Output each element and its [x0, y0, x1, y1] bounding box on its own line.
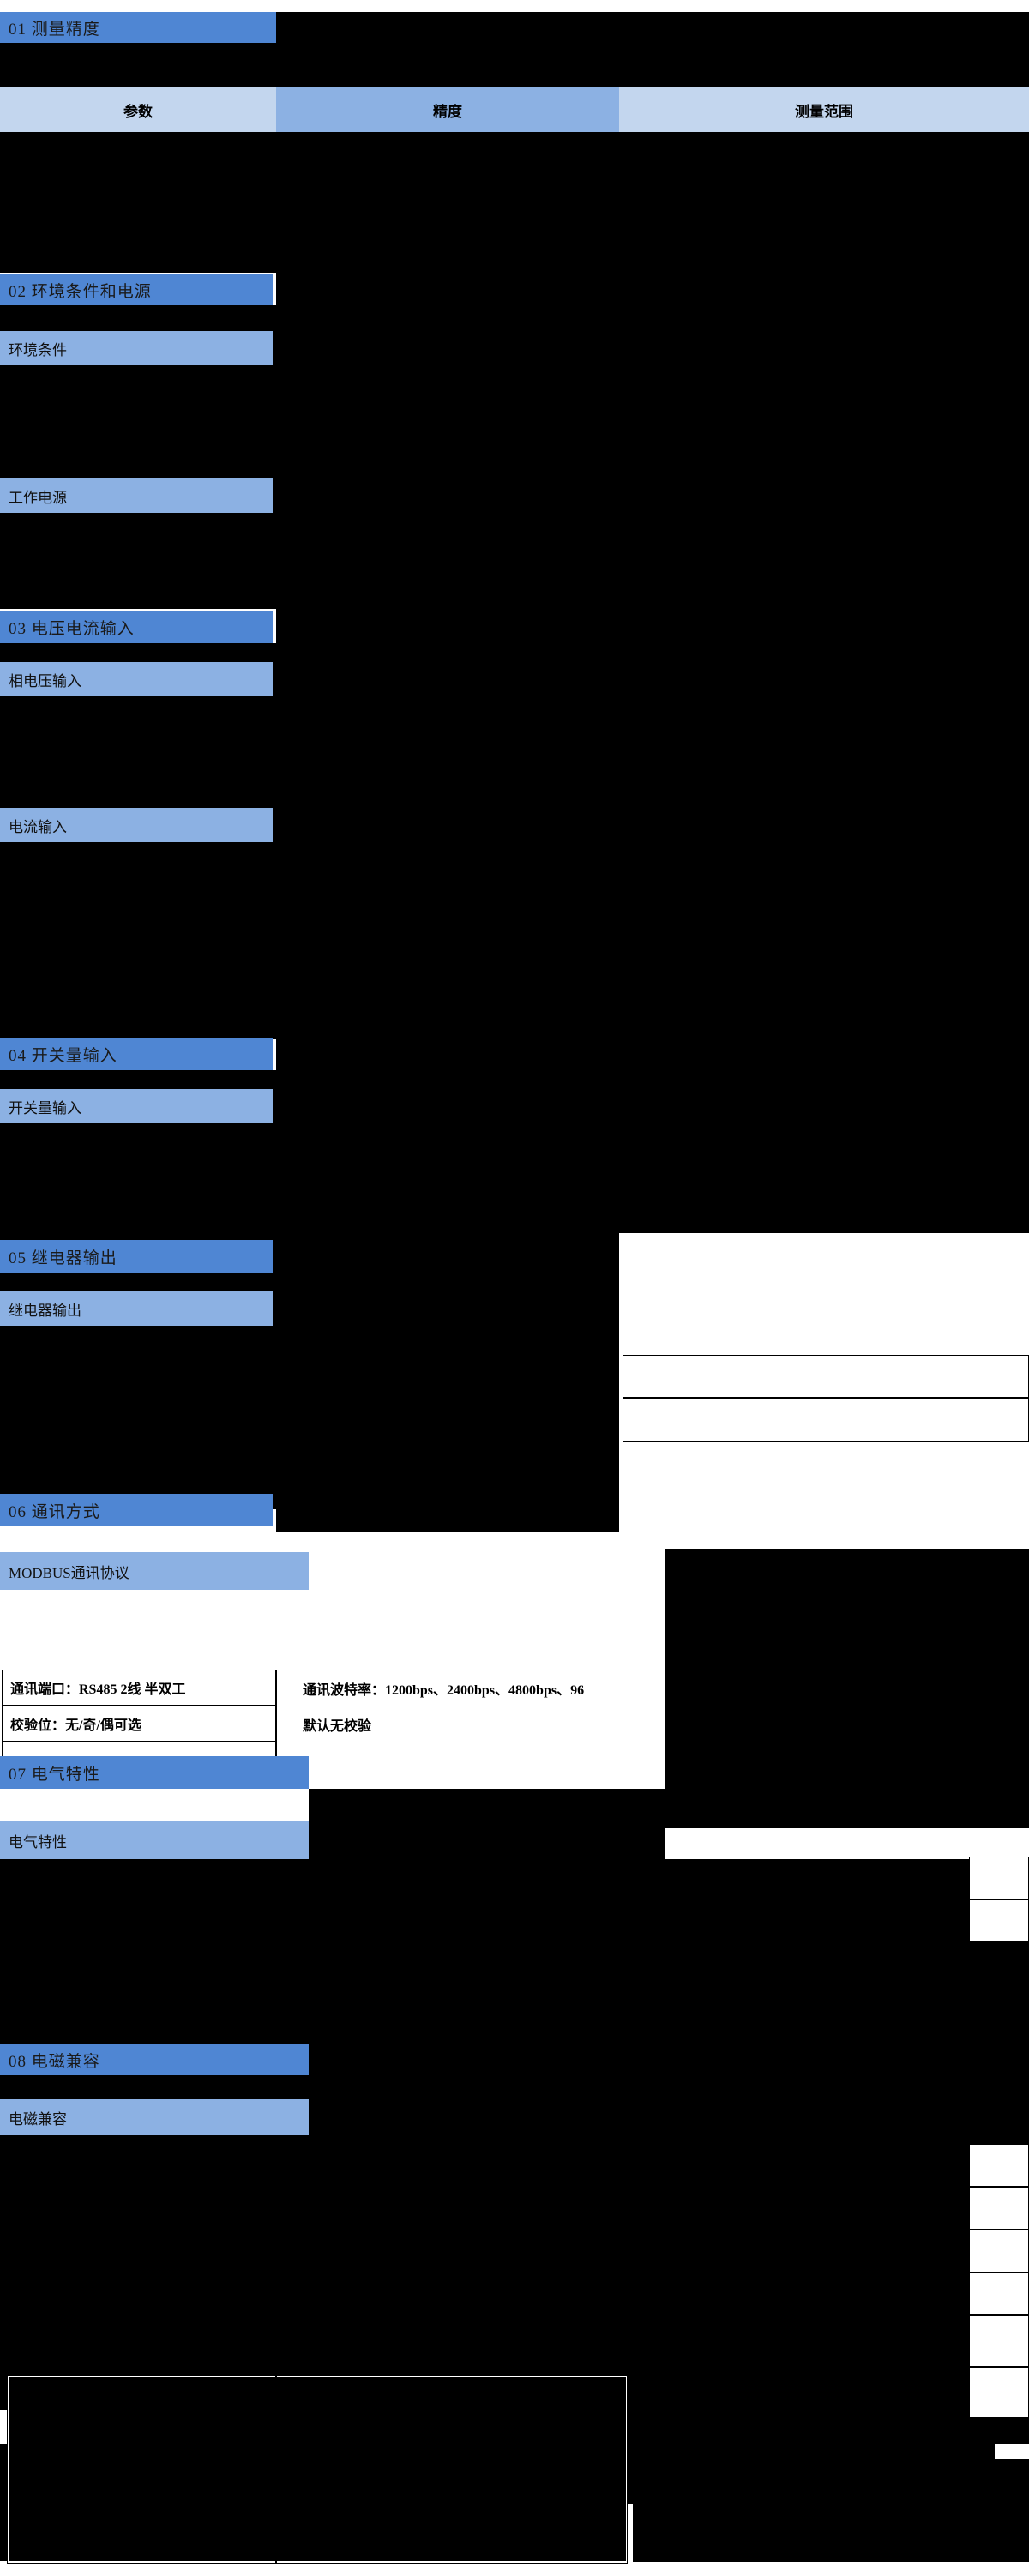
unrendered-block [0, 43, 1029, 87]
section-header-08: 08 电磁兼容 [0, 2044, 309, 2075]
section-header-05: 05 继电器输出 [0, 1240, 273, 1273]
unrendered-block [0, 696, 1029, 808]
sub-header-power-supply: 工作电源 [0, 478, 273, 513]
column-header-parameter: 参数 [0, 87, 276, 132]
unrendered-block [0, 1070, 1029, 1089]
data-cell-empty [969, 2144, 1029, 2187]
data-cell-empty [623, 1355, 1029, 1398]
unrendered-block [309, 2099, 1029, 2135]
data-cell [3, 561, 276, 607]
section-header-02: 02 环境条件和电源 [0, 274, 273, 305]
data-cell-empty [969, 2367, 1029, 2418]
unrendered-block [0, 643, 1029, 662]
column-header-accuracy: 精度 [276, 87, 619, 132]
section-header-03: 03 电压电流输入 [0, 611, 273, 643]
section-header-04: 04 开关量输入 [0, 1038, 273, 1070]
sub-header-current-input: 电流输入 [0, 808, 273, 842]
data-cell-empty [969, 2230, 1029, 2272]
unrendered-block [276, 12, 1029, 43]
section-header-06: 06 通讯方式 [0, 1494, 273, 1526]
modbus-cell-port: 通讯端口：RS485 2线 半双工 [2, 1670, 276, 1706]
sub-header-relay-output: 继电器输出 [0, 1291, 273, 1326]
unrendered-block [0, 1343, 619, 1509]
unrendered-block [309, 1789, 665, 1859]
modbus-cell-parity-default: 默认无校验 [276, 1706, 665, 1742]
data-cell-empty [969, 1899, 1029, 1942]
unrendered-block [273, 808, 1029, 842]
sub-header-electrical-characteristics: 电气特性 [0, 1821, 309, 1859]
unrendered-block [0, 132, 1029, 273]
unrendered-block [0, 1123, 1029, 1233]
data-cell-empty [969, 2272, 1029, 2315]
data-cell-empty [969, 2187, 1029, 2230]
section-header-01: 01 测量精度 [0, 12, 276, 43]
unrendered-block [0, 2135, 1029, 2410]
unrendered-block [0, 305, 1029, 331]
unrendered-block [273, 331, 1029, 365]
unrendered-block [273, 1089, 1029, 1123]
unrendered-block [276, 1036, 1029, 1072]
unrendered-block [0, 460, 1029, 478]
modbus-cell-parity: 校验位：无/奇/偶可选 [2, 1706, 276, 1742]
unrendered-block [276, 1492, 619, 1532]
unrendered-block [665, 1549, 1029, 1828]
data-cell [3, 844, 276, 892]
column-header-range: 测量范围 [619, 87, 1029, 132]
section-header-07: 07 电气特性 [0, 1756, 309, 1789]
sub-header-modbus-protocol: MODBUS通讯协议 [0, 1552, 309, 1590]
data-cell [3, 380, 276, 427]
sub-header-emc: 电磁兼容 [0, 2099, 309, 2135]
unrendered-block [9, 2377, 626, 2561]
data-cell [3, 515, 276, 561]
unrendered-block [309, 2031, 1029, 2082]
sub-header-phase-voltage-input: 相电压输入 [0, 662, 273, 696]
unrendered-block [0, 2075, 1029, 2099]
data-cell [3, 892, 276, 940]
data-cell-empty [623, 1398, 1029, 1442]
unrendered-block [633, 2459, 1029, 2562]
unrendered-block [0, 1859, 1029, 2031]
data-cell-empty [969, 1857, 1029, 1899]
sub-header-environment: 环境条件 [0, 331, 273, 365]
data-cell-empty [969, 2315, 1029, 2367]
unrendered-block [276, 273, 1029, 307]
unrendered-block [273, 662, 1029, 696]
modbus-cell-baudrate: 通讯波特率：1200bps、2400bps、4800bps、96 [276, 1670, 665, 1706]
sub-header-digital-input: 开关量输入 [0, 1089, 273, 1123]
unrendered-block [276, 609, 1029, 645]
unrendered-block [273, 478, 1029, 513]
data-cell-empty [276, 1742, 665, 1762]
